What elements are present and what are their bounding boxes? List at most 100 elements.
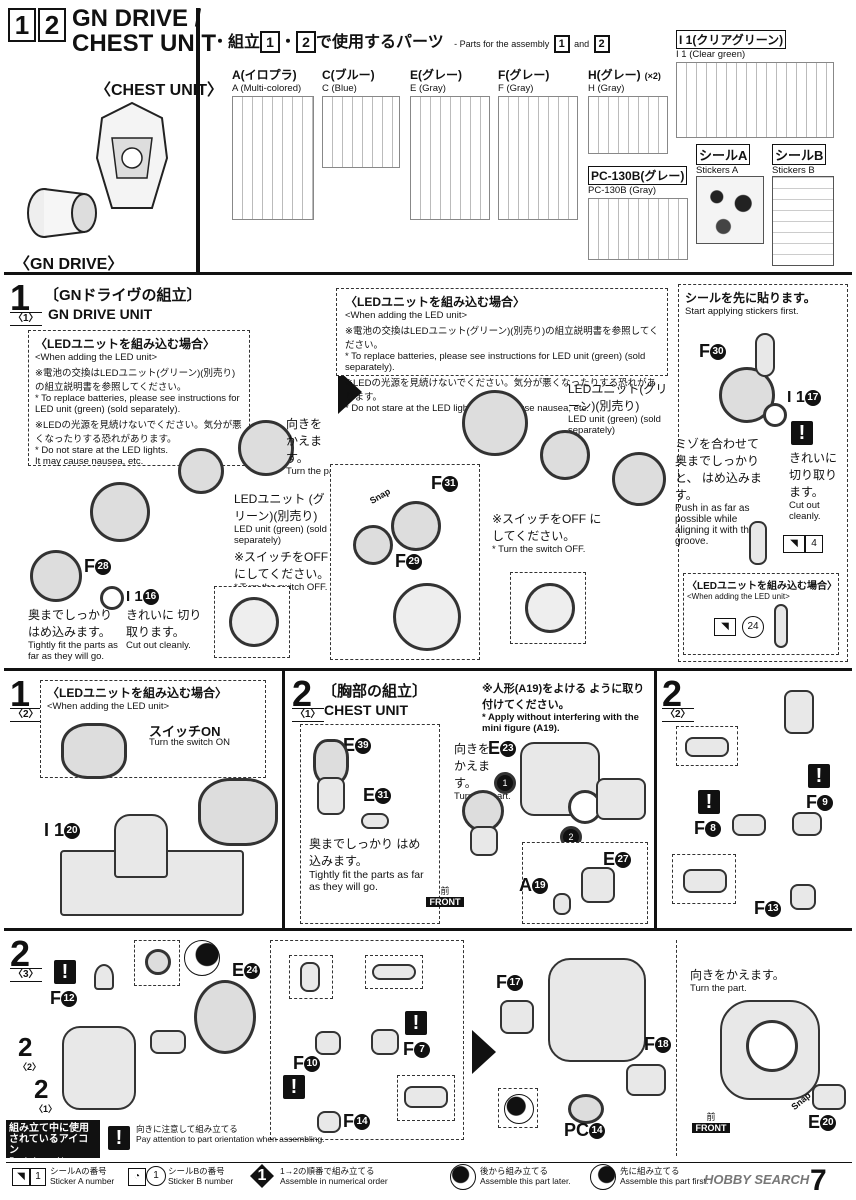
step-1-2-number: 1: [10, 673, 31, 714]
legend-later-jp: 後から組み立てる: [480, 1166, 549, 1176]
e27-part-drawing: [581, 867, 615, 903]
ref-step-2-2: 2 〈2〉: [18, 1034, 41, 1073]
runner-pc-jp: PC-130B(グレー): [588, 166, 688, 185]
gn-drive-ring-part: [90, 482, 150, 542]
runner-a-sprue: [232, 96, 314, 220]
f28-letter: F: [84, 556, 95, 576]
gn-drive-illustration: [22, 178, 102, 248]
step-2-1-ring-base-drawing: [470, 826, 498, 856]
ref-step-2-1: 2 〈1〉: [34, 1076, 57, 1115]
f12-letter: F: [50, 988, 61, 1008]
step-2-1-turn-jp: 向きを かえます。: [454, 742, 491, 790]
e31-letter: E: [363, 785, 376, 805]
led-unit-en: LED unit (green) (sold separately): [234, 524, 327, 546]
step-2-3-chest-drawing: [548, 958, 646, 1062]
legend-item-later: 後から組み立てる Assemble this part later.: [480, 1166, 571, 1186]
f12-number: 12: [61, 991, 77, 1008]
legend-sticker-b-num: 1: [146, 1166, 166, 1186]
ref2-sub: 〈1〉: [34, 1104, 58, 1114]
i16-letter: I 1: [126, 588, 143, 605]
f7-detail-drawing: [372, 964, 416, 980]
legend-later-en: Assemble this part later.: [480, 1176, 571, 1186]
f9-letter: F: [806, 792, 817, 812]
step-2-3-front-indicator: 前 FRONT: [692, 1110, 730, 1133]
runner-h-qty: (×2): [644, 71, 661, 81]
legend-orientation-jp: 向きに注意して組み立てる: [136, 1124, 238, 1134]
parts-heading-n1: 1: [260, 31, 281, 53]
f10-part-drawing: [315, 1031, 341, 1055]
sticker-a-icon-2: ◥: [714, 618, 736, 636]
step-2-3-turn: 向きをかえます。 Turn the part.: [690, 966, 785, 994]
left-note1-jp: ※電池の交換はLEDユニット(グリーン)(別売り)の組立説明書を参照してください…: [35, 368, 236, 393]
runner-a-jp: A(イロプラ): [232, 68, 297, 82]
legend-first-icon: [590, 1164, 616, 1190]
runner-f-label: F(グレー)F (Gray): [498, 66, 549, 94]
f29-number: 29: [406, 554, 422, 571]
f12-caution-icon: !: [54, 960, 76, 984]
legend-later-icon: [450, 1164, 476, 1190]
f7-letter: F: [403, 1039, 414, 1059]
f9-part-drawing: [792, 812, 822, 836]
f12-detail-box: [134, 940, 180, 986]
caution-icon: !: [791, 421, 813, 445]
led-switch-drawing: [61, 723, 127, 779]
e39-number: 39: [355, 738, 372, 755]
f17-letter: F: [496, 972, 507, 992]
step-1-2-led-heading-en: <When adding the LED unit>: [47, 701, 170, 712]
f29-inner-drawing: [393, 583, 461, 651]
f12-detail-drawing: [145, 949, 171, 975]
step-2-1-title-jp: 〔胸部の組立〕: [322, 683, 428, 700]
parts-heading-dot: ・: [280, 34, 297, 51]
step-2-1-number: 2: [292, 673, 313, 714]
step-box-1: 1: [8, 8, 36, 42]
parts-heading-n2: 2: [296, 31, 317, 53]
parts-heading-jp2: で使用するパーツ: [316, 34, 444, 51]
i20-letter: I 1: [44, 820, 65, 840]
section-divider-1: [4, 272, 852, 275]
f30-number: 30: [710, 344, 726, 361]
e24-letter: E: [232, 960, 245, 980]
f14-part-drawing: [317, 1111, 341, 1133]
left-note2-jp: ※LEDの光源を見続けないでください。気分が悪くなったりする恐れがあります。: [35, 420, 242, 445]
step-1-2-sub: 〈2〉: [10, 708, 42, 722]
f31-part-drawing: [391, 501, 441, 551]
f7-detail-box: [365, 955, 423, 989]
column-divider-2: [654, 668, 657, 928]
right-note1-en: * To replace batteries, please see instr…: [345, 351, 646, 373]
step-2-1-fit-note: 奥までしっかり はめ込みます。 Tightly fit the parts as…: [309, 835, 429, 893]
legend-caution-icon: !: [108, 1126, 130, 1150]
f14-detail-drawing: [404, 1086, 448, 1108]
legend-order-en: Assemble in numerical order: [280, 1176, 388, 1186]
switch-detail-ring: [229, 597, 279, 647]
legend-item-first: 先に組み立てる Assemble this part first.: [620, 1166, 708, 1186]
right-led-heading-jp: 〈LEDユニットを組み込む場合〉: [345, 295, 526, 309]
runner-h-jp: H(グレー)(×2): [588, 66, 661, 83]
parts-heading-jp: ・組立: [212, 34, 261, 51]
legend-item-sticker-b: シールBの番号 Sticker B number: [168, 1166, 233, 1186]
parts-heading-en-n1: 1: [553, 35, 570, 53]
legend-row: [6, 1162, 852, 1197]
gn-drive-small-ring: [178, 448, 224, 494]
f18-letter: F: [644, 1034, 655, 1054]
f14-detail-box: [397, 1075, 455, 1121]
f17-part-drawing: [500, 1000, 534, 1034]
right-led-unit-label: LEDユニット(グリーン)(別売り) LED unit (green) (sol…: [568, 380, 668, 436]
pc14-detail-box: [498, 1088, 538, 1128]
f10-letter: F: [293, 1053, 304, 1073]
step-1-1-number: 1: [10, 277, 31, 318]
step-2-3-flow-arrow: [472, 1030, 496, 1074]
runner-h-sprue: [588, 96, 668, 154]
step-2-1-note: ※人形(A19)をよける ように取り付けてください。 * Apply witho…: [482, 680, 650, 734]
header-title: GN DRIVE / CHEST UNIT: [72, 6, 216, 56]
left-note2-en: It may cause nausea, etc.: [35, 456, 144, 467]
runner-h-en: H (Gray): [588, 83, 625, 94]
